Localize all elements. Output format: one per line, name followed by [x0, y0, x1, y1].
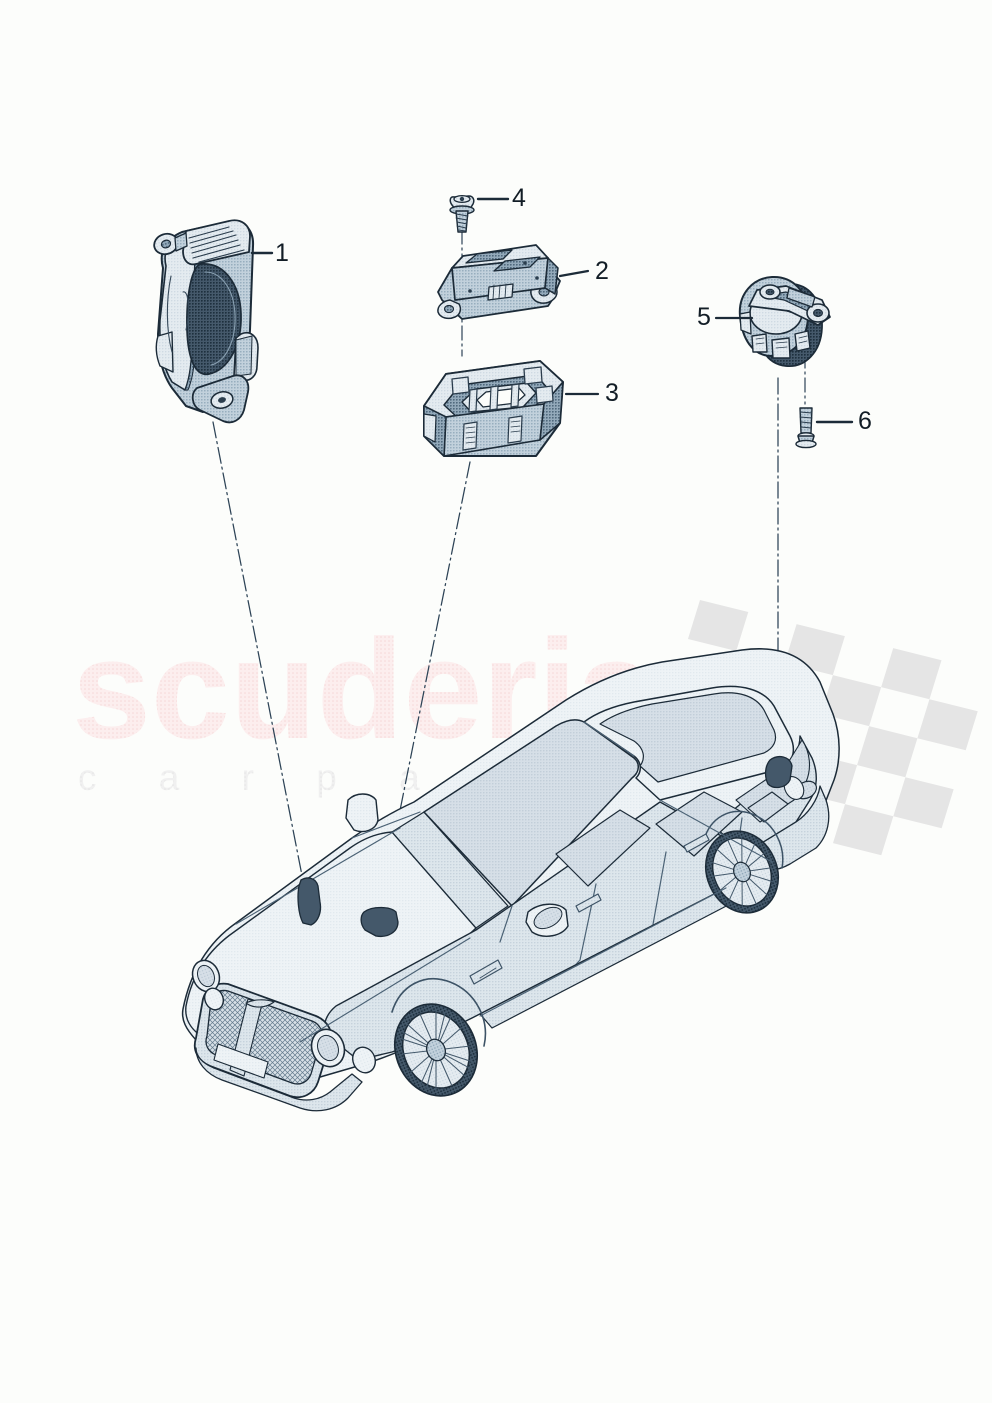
part-5-alarm-siren [714, 275, 831, 367]
windscreen [423, 719, 639, 907]
part-2-airbag-control-module [437, 244, 590, 320]
vehicle-illustration [181, 648, 840, 1112]
callout-line-2 [558, 269, 590, 278]
part-3-control-module-housing [423, 360, 600, 457]
part-6-mounting-bolt [795, 407, 854, 449]
callout-number-2[interactable]: 2 [595, 257, 609, 285]
callout-number-4[interactable]: 4 [512, 184, 526, 212]
part-1-impact-sensor-bracket [153, 219, 274, 424]
headlamp-inner-left [203, 987, 225, 1011]
callout-number-6[interactable]: 6 [858, 407, 872, 435]
callout-number-3[interactable]: 3 [605, 379, 619, 407]
headlamp-inner-right [351, 1046, 377, 1074]
part-4-mounting-bolt [449, 194, 510, 233]
callout-number-1[interactable]: 1 [275, 239, 289, 267]
front-wheel [391, 977, 487, 1097]
rear-wheel [703, 810, 784, 914]
marker-siren-location-rear-quarter [764, 755, 793, 789]
callout-number-5[interactable]: 5 [697, 303, 711, 331]
bonnet-badge [245, 999, 275, 1008]
marker-sensor-location-hood [297, 877, 322, 926]
wing-mirror-left [345, 793, 379, 833]
leader-part-2 [377, 461, 471, 921]
leader-part-1 [212, 421, 308, 902]
marker-module-location-cowl [360, 906, 399, 938]
